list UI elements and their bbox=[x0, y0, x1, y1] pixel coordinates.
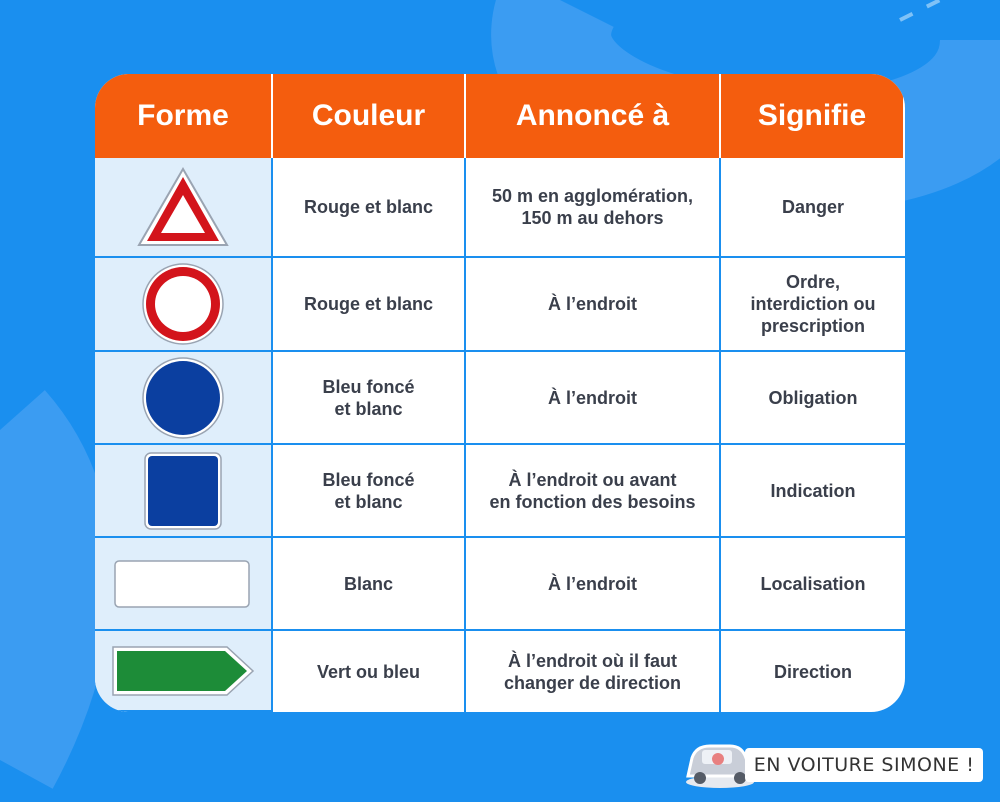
arrow-green-icon bbox=[112, 645, 255, 696]
header-couleur: Couleur bbox=[273, 74, 466, 158]
circle-red-icon bbox=[142, 263, 224, 345]
annonce-cell: À l’endroit ou avant en fonction des bes… bbox=[466, 445, 721, 538]
header-annonce: Annoncé à bbox=[466, 74, 721, 158]
triangle-red-icon bbox=[137, 167, 229, 246]
rectangle-white-icon bbox=[114, 559, 250, 608]
shape-cell bbox=[95, 631, 273, 712]
couleur-cell: Rouge et blanc bbox=[273, 158, 466, 258]
square-blue-icon bbox=[144, 451, 222, 530]
annonce-cell: À l’endroit où il faut changer de direct… bbox=[466, 631, 721, 712]
annonce-cell: 50 m en agglomération, 150 m au dehors bbox=[466, 158, 721, 258]
couleur-cell: Rouge et blanc bbox=[273, 258, 466, 352]
shape-cell bbox=[95, 445, 273, 538]
circle-blue-icon bbox=[142, 356, 224, 439]
shape-cell bbox=[95, 258, 273, 352]
couleur-cell: Vert ou bleu bbox=[273, 631, 466, 712]
shape-cell bbox=[95, 158, 273, 258]
couleur-cell: Bleu foncé et blanc bbox=[273, 352, 466, 445]
shape-cell bbox=[95, 352, 273, 445]
signifie-cell: Ordre, interdiction ou prescription bbox=[721, 258, 905, 352]
signifie-cell: Localisation bbox=[721, 538, 905, 631]
annonce-cell: À l’endroit bbox=[466, 538, 721, 631]
couleur-cell: Blanc bbox=[273, 538, 466, 631]
annonce-cell: À l’endroit bbox=[466, 352, 721, 445]
brand-label: EN VOITURE SIMONE ! bbox=[745, 748, 983, 782]
signifie-cell: Direction bbox=[773, 661, 852, 682]
signifie-cell: Danger bbox=[721, 158, 905, 258]
shape-cell bbox=[95, 538, 273, 631]
signifie-cell: Indication bbox=[721, 445, 905, 538]
couleur-cell: Bleu foncé et blanc bbox=[273, 445, 466, 538]
car-mascot-icon bbox=[686, 744, 755, 788]
road-signs-table: Forme Couleur Annoncé à Signifie Rouge e… bbox=[95, 74, 905, 712]
annonce-cell: À l’endroit bbox=[466, 258, 721, 352]
header-signifie: Signifie bbox=[721, 74, 905, 158]
header-forme: Forme bbox=[95, 74, 273, 158]
signifie-cell: Obligation bbox=[721, 352, 905, 445]
